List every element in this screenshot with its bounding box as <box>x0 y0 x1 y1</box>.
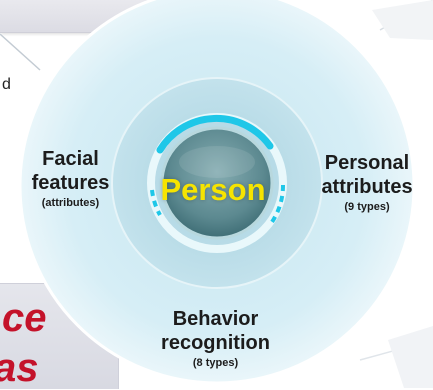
top-right-panel-fragment <box>372 0 433 40</box>
cropped-text-fragment: d <box>2 76 11 93</box>
segment-label-personal-attributes: Personal attributes (9 types) <box>302 151 432 214</box>
core-circle <box>160 126 274 240</box>
segment-title-line: Personal <box>324 152 410 174</box>
center-label-person: Person <box>160 172 266 207</box>
segment-title-line: recognition <box>161 332 270 354</box>
cropped-red-italic-line-2: as <box>0 346 39 390</box>
connector-line-top-left <box>0 33 41 71</box>
segment-label-facial-features: Facial features (attributes) <box>18 147 123 210</box>
segment-subtitle: (8 types) <box>192 357 239 369</box>
segment-label-behavior-recognition: Behavior recognition (8 types) <box>133 307 298 370</box>
core-highlight <box>179 146 255 178</box>
glow-arc-top <box>156 114 274 154</box>
cropped-red-italic-line-1: ce <box>2 296 47 340</box>
segment-title-line: attributes <box>321 176 413 198</box>
segment-title-line: Behavior <box>172 308 259 330</box>
segment-subtitle: (attributes) <box>41 197 100 209</box>
bottom-right-panel-fragment <box>388 326 433 388</box>
segment-subtitle: (9 types) <box>344 201 390 213</box>
glow-arc-left <box>150 189 162 216</box>
segment-title-line: Facial <box>42 148 99 170</box>
segment-title-line: features <box>31 172 110 194</box>
glow-arc-right <box>270 184 286 224</box>
